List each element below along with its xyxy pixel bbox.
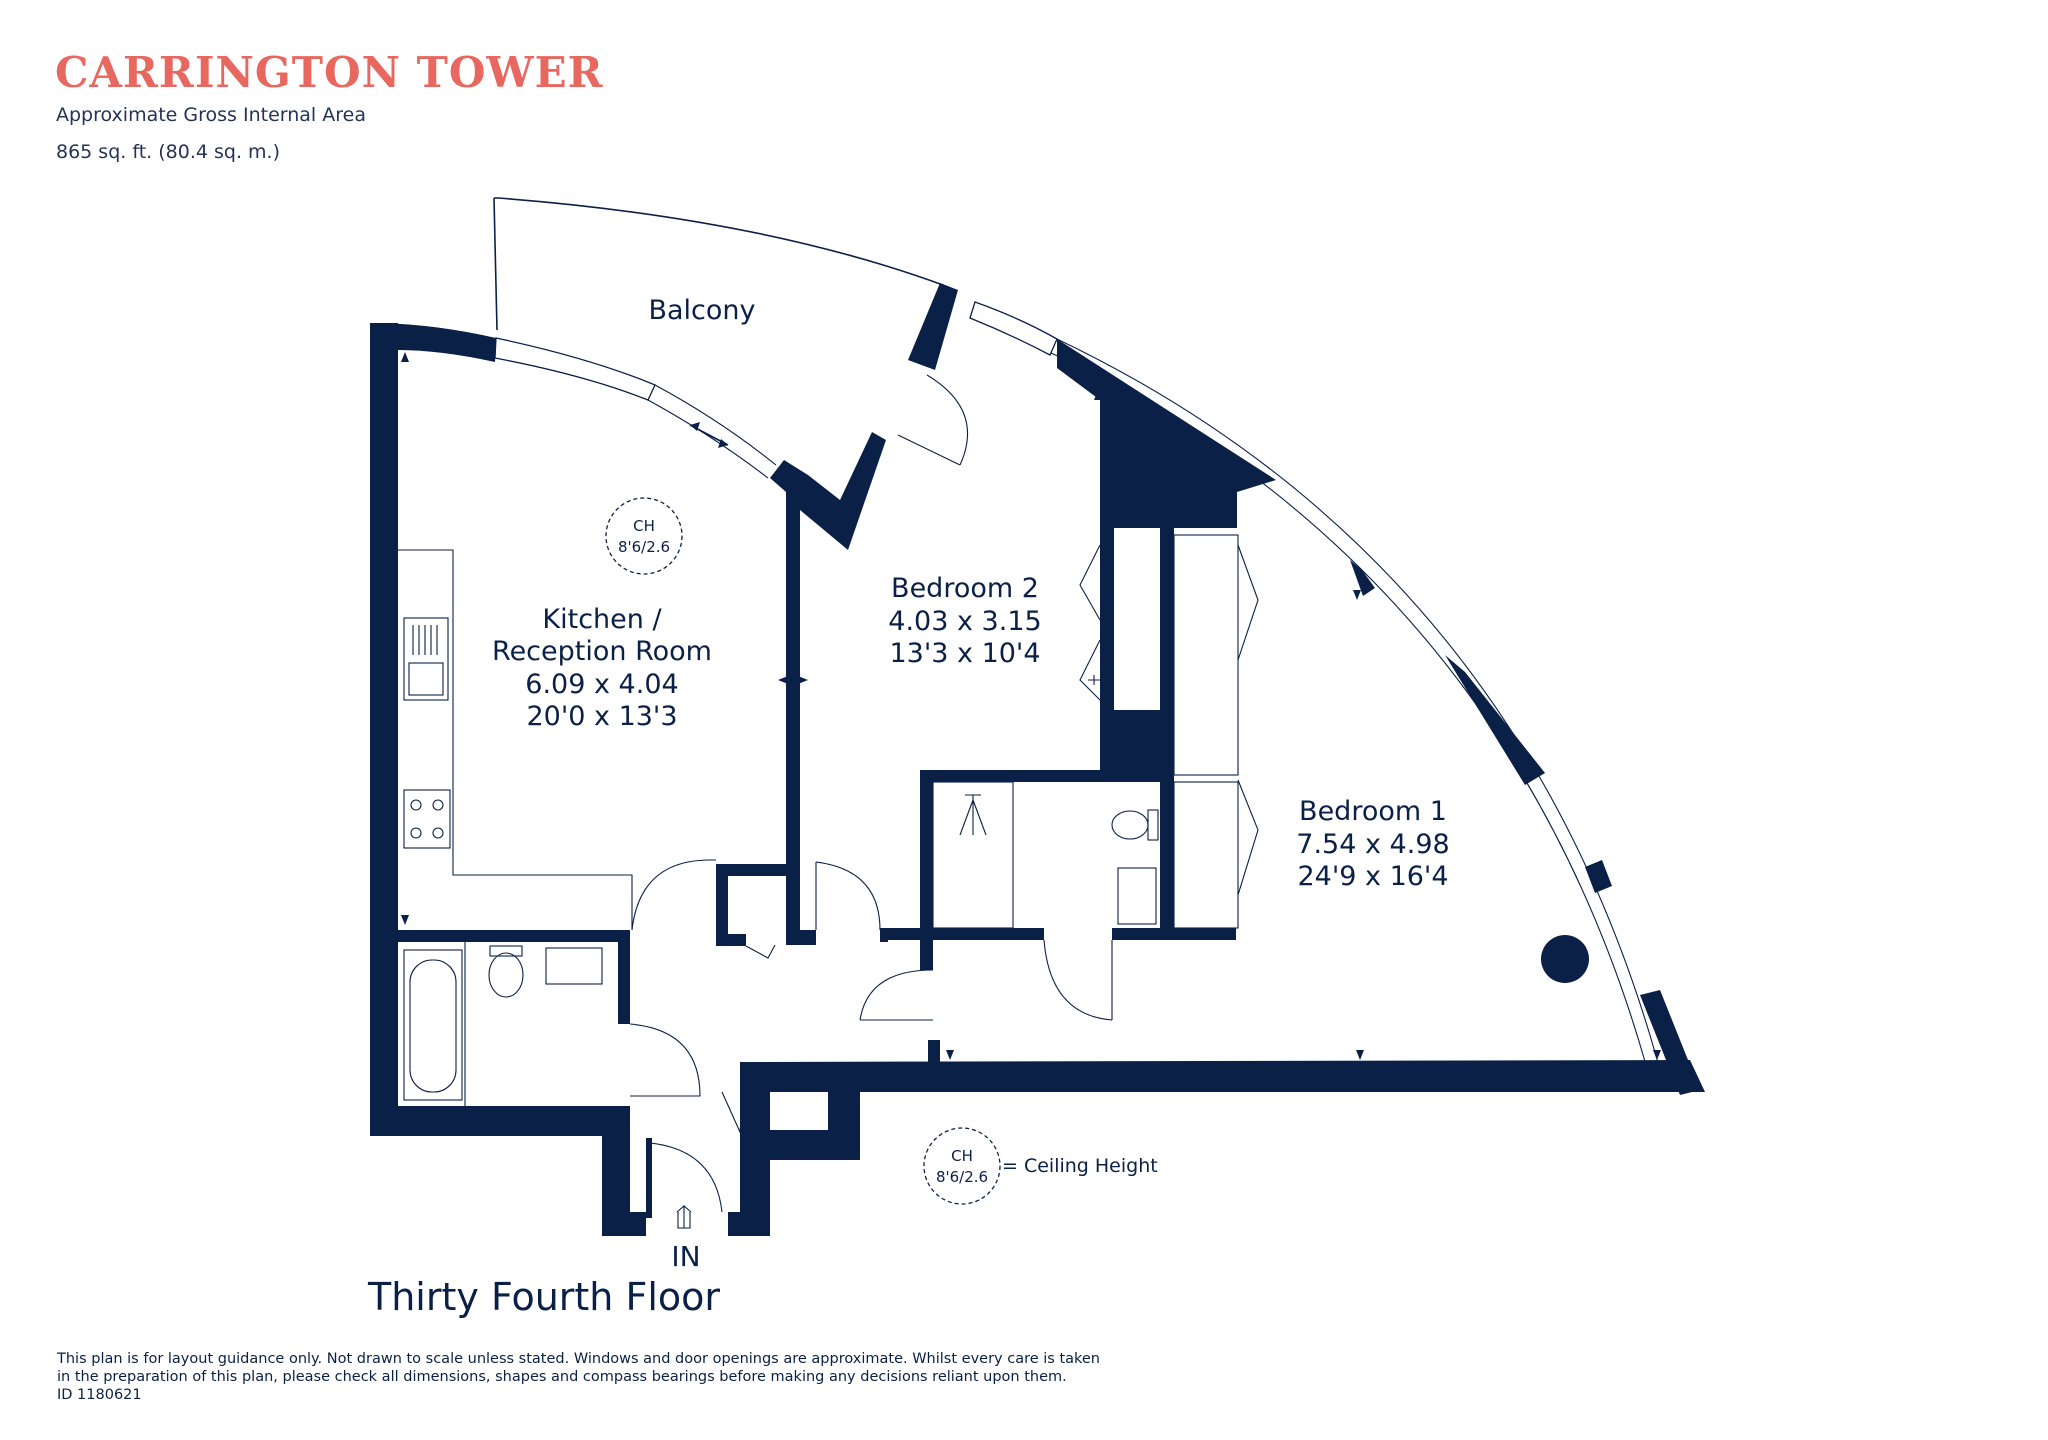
outer-wall-segment-1 xyxy=(1350,560,1375,596)
ensuite-basin xyxy=(1117,867,1157,925)
ensuite-wall-bottom xyxy=(920,928,1044,940)
wardrobe-b1-line xyxy=(1173,534,1239,776)
lobby-door xyxy=(721,1079,746,1135)
wardrobe-b1-doors xyxy=(1237,544,1259,896)
balcony-window xyxy=(969,301,1058,356)
kitchen-name-line2: Reception Room xyxy=(492,636,712,667)
brand-title: CARRINGTON TOWER xyxy=(55,48,604,97)
cupboard-wall-bottom xyxy=(716,934,746,946)
entrance-label: IN xyxy=(671,1240,700,1273)
kitchen-imperial: 20'0 x 13'3 xyxy=(526,701,677,732)
disclaimer: This plan is for layout guidance only. N… xyxy=(57,1350,1157,1404)
corridor-wall-kitchen xyxy=(786,930,816,945)
wardrobe-b2-doors xyxy=(1079,544,1101,701)
kitchen-sink xyxy=(403,617,449,701)
b1-door-stub xyxy=(928,1040,940,1062)
balcony-door-swing xyxy=(897,374,969,466)
hob-rings xyxy=(410,799,444,839)
ceiling-height-marker-legend xyxy=(923,1127,1001,1205)
bathroom-basin xyxy=(545,947,603,985)
kitchen-counter xyxy=(398,549,633,930)
bathroom-wall-top xyxy=(398,930,630,942)
bathroom-wall-right xyxy=(618,942,630,1024)
wall-bottom-long xyxy=(740,1060,1705,1160)
entrance-door-jamb xyxy=(646,1138,652,1218)
kitchen-hob xyxy=(403,789,451,849)
plan-id: ID 1180621 xyxy=(57,1387,142,1403)
cupboard-door xyxy=(745,944,776,959)
entrance-door-swing xyxy=(649,1142,723,1213)
ensuite-wall-left xyxy=(920,770,933,940)
ceiling-height-legend: = Ceiling Height xyxy=(1002,1155,1158,1177)
kitchen-metric: 6.09 x 4.04 xyxy=(525,669,678,700)
corridor-wall-mid xyxy=(880,928,920,940)
bathroom-wall-bottom xyxy=(370,1106,620,1136)
room-balcony: Balcony xyxy=(648,295,755,326)
kitchen-sink-bowl xyxy=(408,662,444,696)
bathroom-toilet-cistern xyxy=(489,945,523,957)
b1-door-frame xyxy=(920,940,933,970)
bedroom1-imperial: 24'9 x 16'4 xyxy=(1297,861,1448,892)
shower-tray xyxy=(932,781,1014,929)
outer-wall-segment-2 xyxy=(1445,655,1545,785)
cupboard-wall-top xyxy=(716,864,786,876)
b1-door-swing xyxy=(859,969,934,1021)
ch-code-kitchen: CH xyxy=(633,517,655,535)
disclaimer-line1: This plan is for layout guidance only. N… xyxy=(57,1351,1101,1367)
bathroom-door-swing xyxy=(629,1023,701,1097)
ensuite-wall-top xyxy=(920,770,1174,782)
kitchen-sink-drainer xyxy=(412,625,438,655)
cupboard-wall-left xyxy=(716,864,728,946)
b2-door-jamb xyxy=(880,930,888,942)
wall-v-notch xyxy=(770,432,886,945)
floor-name: Thirty Fourth Floor xyxy=(367,1275,720,1319)
bedroom2-name: Bedroom 2 xyxy=(891,573,1039,604)
outer-curve-window xyxy=(1056,338,1661,1071)
bathtub-inner xyxy=(409,959,457,1093)
kitchen-window xyxy=(494,337,656,401)
entrance-step xyxy=(770,1130,860,1160)
wall-left xyxy=(370,323,398,1136)
sliding-door-arrow-head xyxy=(690,422,728,448)
disclaimer-line2: in the preparation of this plan, please … xyxy=(57,1369,1067,1385)
bedroom2-imperial: 13'3 x 10'4 xyxy=(889,638,1040,669)
kitchen-door-glass xyxy=(647,384,777,479)
ch-code-legend: CH xyxy=(951,1147,973,1165)
ceiling-height-marker-kitchen xyxy=(605,497,683,575)
bathtub xyxy=(403,949,463,1101)
ensuite-toilet xyxy=(1111,810,1149,840)
wall-b1-divider xyxy=(1160,528,1174,778)
b2-door-swing xyxy=(815,861,881,931)
shower-icon xyxy=(959,794,987,836)
in-arrow-icon xyxy=(676,1204,692,1229)
ch-value-kitchen: 8'6/2.6 xyxy=(618,538,670,556)
balcony-outline xyxy=(493,197,944,363)
balcony-door-wall xyxy=(908,283,958,370)
bedroom2-metric: 4.03 x 3.15 xyxy=(888,606,1041,637)
kitchen-name-line1: Kitchen / xyxy=(542,604,662,635)
b1-wardrobe-bottom xyxy=(1173,781,1239,929)
outer-wall-segment-3 xyxy=(1585,860,1612,893)
area-value: 865 sq. ft. (80.4 sq. m.) xyxy=(56,141,280,163)
wall-top-left xyxy=(370,323,496,362)
kitchen-door-swing xyxy=(631,859,716,931)
ensuite-toilet-cistern xyxy=(1147,809,1159,841)
bathroom-toilet xyxy=(488,952,524,998)
wardrobe-ticks xyxy=(1088,675,1100,685)
corner-wall-wedge xyxy=(1057,339,1276,528)
entrance-wall-right-base xyxy=(728,1212,770,1236)
bedroom1-name: Bedroom 1 xyxy=(1299,796,1447,827)
tick-markers xyxy=(401,352,1661,1060)
ensuite-door-swing xyxy=(1043,939,1113,1021)
ensuite-wall-right xyxy=(1160,778,1174,938)
bedroom1-metric: 7.54 x 4.98 xyxy=(1296,829,1449,860)
ch-value-legend: 8'6/2.6 xyxy=(936,1168,988,1186)
area-label: Approximate Gross Internal Area xyxy=(56,104,366,126)
column xyxy=(1541,935,1589,983)
entrance-wall-left-base xyxy=(602,1212,646,1236)
